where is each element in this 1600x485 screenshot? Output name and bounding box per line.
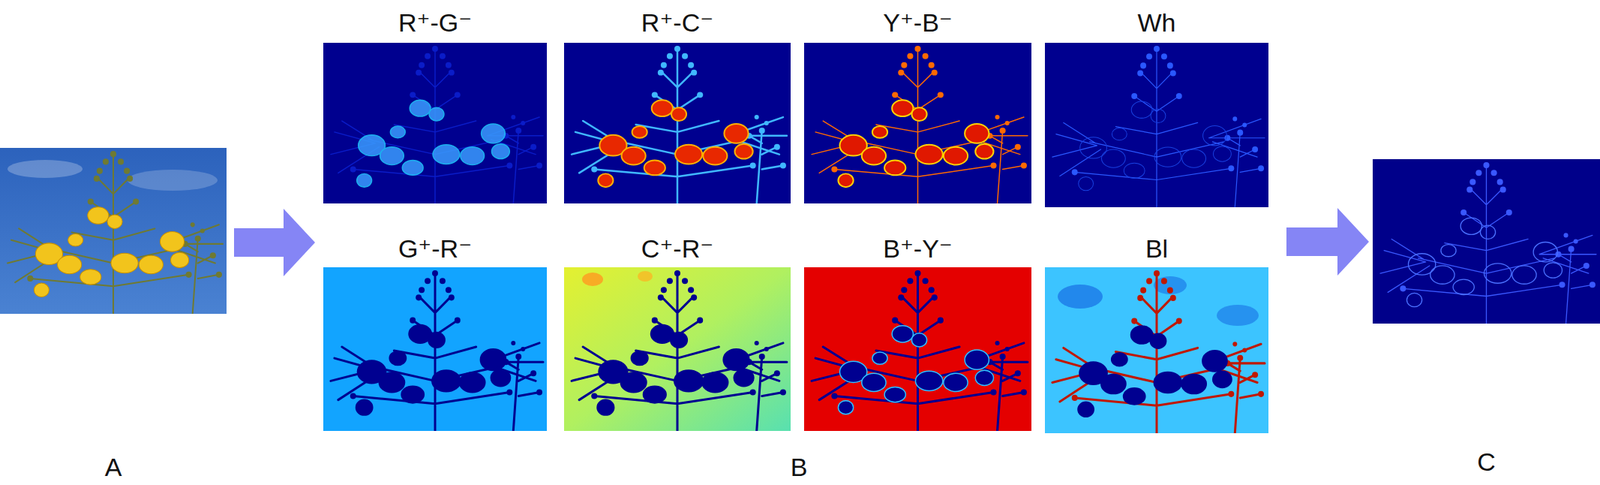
channel-title: Bl: [1145, 233, 1168, 264]
heatmap-panel: R⁺-G⁻: [323, 7, 547, 204]
channel-title: R⁺-G⁻: [398, 7, 472, 38]
flow-arrow: [1286, 207, 1369, 276]
channel-title: R⁺-C⁻: [641, 7, 714, 38]
panel-letter: A: [105, 451, 123, 482]
channel-title: Y⁺-B⁻: [882, 7, 953, 38]
panel-letter: C: [1476, 446, 1496, 477]
channel-title: C⁺-R⁻: [641, 233, 714, 264]
flow-arrow: [234, 208, 316, 277]
map-group: B R⁺-G⁻ R⁺-C⁻ Y⁺-B⁻ WhG⁺-R⁻ C⁺-R⁻ B⁺-Y⁻ Bl: [318, 0, 1279, 485]
heatmap-panel: G⁺-R⁻: [323, 233, 547, 431]
heatmap-panel: R⁺-C⁻: [564, 7, 791, 204]
panel-letter: B: [790, 451, 808, 482]
channel-title: B⁺-Y⁻: [882, 233, 953, 264]
heatmap-panel: Y⁺-B⁻: [804, 7, 1032, 204]
photo-panel: A: [0, 147, 227, 485]
edge-map-panel: C: [1372, 159, 1600, 485]
heatmap-panel: B⁺-Y⁻: [804, 233, 1032, 431]
heatmap-panel: C⁺-R⁻: [564, 233, 791, 431]
heatmap-panel: Wh: [1044, 7, 1269, 208]
channel-title: G⁺-R⁻: [398, 233, 472, 264]
heatmap-panel: Bl: [1044, 233, 1269, 433]
channel-title: Wh: [1137, 7, 1177, 38]
